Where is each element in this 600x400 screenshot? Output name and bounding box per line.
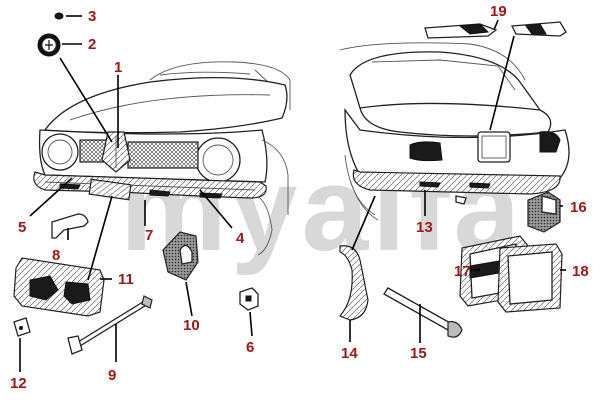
callout-10: 10 [183,317,200,334]
callout-9: 9 [108,367,116,384]
callout-16: 16 [570,199,587,216]
callout-11: 11 [118,271,134,288]
part-18-plate-frame [497,243,563,313]
part-2-emblem [37,33,61,57]
callout-labels: 1 2 3 4 5 6 7 8 9 10 11 12 13 14 15 16 1… [10,3,589,392]
callout-3: 3 [88,8,96,25]
callout-2: 2 [88,36,96,53]
leader-6 [249,311,253,337]
callout-7: 7 [145,227,153,244]
leader-14-to-car [351,195,376,251]
leader-4 [199,189,233,229]
part-10-rubber-block [162,231,199,281]
part-11-plate-holder [13,257,105,317]
part-15-bolt [383,287,463,338]
callout-5: 5 [18,219,26,236]
leader-19-a [493,19,499,31]
leader-5 [29,177,73,217]
front-car-illustration [33,61,291,256]
leader-19-to-car [489,35,515,131]
callout-6: 6 [246,339,254,356]
part-19-trim-strips [424,21,567,39]
leader-10 [185,281,193,317]
callout-17: 17 [454,263,471,280]
part-6-nut [239,287,259,311]
callout-4: 4 [236,230,245,247]
part-16-rubber-block [527,191,561,233]
leader-lines [19,15,566,372]
part-8-bracket [51,213,89,239]
callout-19: 19 [490,3,507,20]
part-12-small-bracket [13,317,31,337]
callout-1: 1 [114,59,122,76]
callout-13: 13 [416,219,433,236]
callout-8: 8 [52,247,60,264]
part-3-clip [54,12,64,20]
part-9-bolt [67,295,153,355]
leader-2-to-car [59,57,113,143]
part-14-bumper-end [338,245,369,321]
callout-18: 18 [572,263,589,280]
callout-12: 12 [10,375,27,392]
callout-15: 15 [410,345,427,362]
callout-14: 14 [341,345,358,362]
leader-11-to-car [87,195,113,281]
rear-car-illustration [339,42,570,221]
